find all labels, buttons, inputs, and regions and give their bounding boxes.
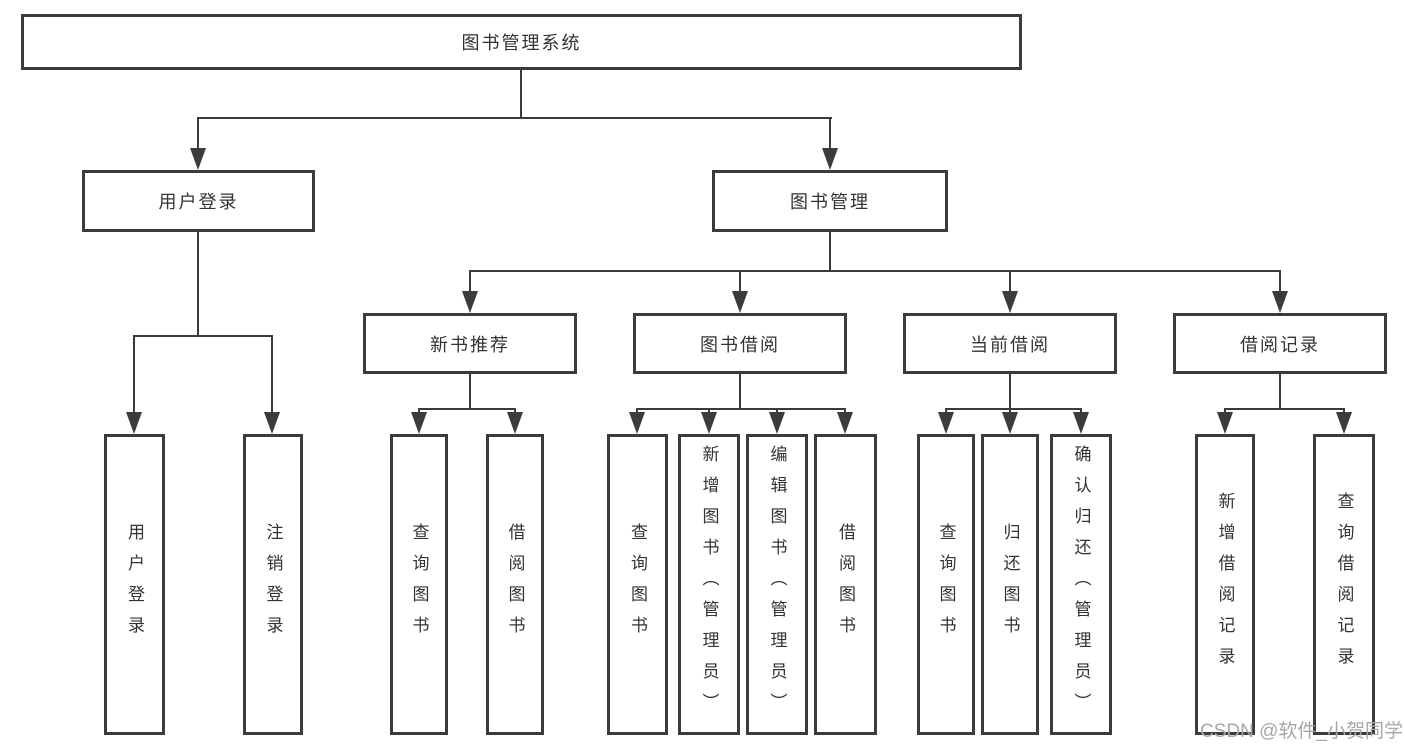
leaf-confirm-return-admin-label: 确认归还（管理员）	[1071, 445, 1091, 724]
leaf-user-login-label: 用户登录	[125, 522, 144, 647]
arrow-down	[462, 291, 478, 313]
leaf-query-books-recommend-label: 查询图书	[409, 522, 429, 647]
arrow-down	[769, 412, 785, 434]
node-borrow-records-label: 借阅记录	[1240, 334, 1320, 355]
arrow-down	[1336, 412, 1352, 434]
leaf-borrow-books-recommend: 借阅图书	[486, 434, 544, 735]
node-book-management: 图书管理	[712, 170, 948, 232]
arrow-down	[837, 412, 853, 434]
connector-group-stem	[739, 374, 741, 410]
node-book-borrow: 图书借阅	[633, 313, 847, 374]
leaf-borrow-books: 借阅图书	[814, 434, 877, 735]
arrow-down	[411, 412, 427, 434]
connector-group-stem	[1009, 374, 1011, 410]
connector-root-stem	[520, 70, 522, 118]
leaf-query-books-borrow: 查询图书	[607, 434, 668, 735]
connector-group-horizontal	[946, 408, 1081, 410]
node-current-borrow-label: 当前借阅	[970, 334, 1050, 355]
leaf-add-book-admin: 新增图书（管理员）	[678, 434, 740, 735]
connector-to-leaf	[708, 408, 710, 415]
connector-to-leaf	[514, 408, 516, 415]
connector-to-group	[1279, 270, 1281, 294]
arrow-down	[938, 412, 954, 434]
connector-to-leaf	[1080, 408, 1082, 415]
leaf-borrow-books-label: 借阅图书	[836, 522, 855, 647]
leaf-query-borrow-record-label: 查询借阅记录	[1334, 491, 1354, 678]
connector-group-stem	[469, 374, 471, 410]
connector-level1-horizontal	[197, 117, 832, 119]
leaf-add-borrow-record: 新增借阅记录	[1195, 434, 1255, 735]
arrow-down	[1217, 412, 1233, 434]
connector-to-leaf	[133, 335, 135, 415]
connector-book-management-stem	[829, 232, 831, 272]
leaf-user-login: 用户登录	[104, 434, 165, 735]
connector-to-leaf	[844, 408, 846, 415]
connector-to-leaf	[1009, 408, 1011, 415]
arrow-down	[701, 412, 717, 434]
node-new-book-recommend: 新书推荐	[363, 313, 577, 374]
connector-to-leaf	[776, 408, 778, 415]
connector-group-horizontal	[637, 408, 846, 410]
node-user-login-label: 用户登录	[158, 192, 239, 212]
connector-to-leaf	[636, 408, 638, 415]
leaf-return-books: 归还图书	[981, 434, 1039, 735]
connector-group-horizontal	[1225, 408, 1344, 410]
connector-to-group	[739, 270, 741, 294]
node-new-book-recommend-label: 新书推荐	[430, 334, 510, 355]
connector-to-leaf	[1224, 408, 1226, 415]
leaf-edit-book-admin-label: 编辑图书（管理员）	[767, 445, 787, 724]
leaf-borrow-books-recommend-label: 借阅图书	[505, 522, 525, 647]
node-borrow-records: 借阅记录	[1173, 313, 1387, 374]
leaf-logout: 注销登录	[243, 434, 303, 735]
arrow-down	[1002, 412, 1018, 434]
node-user-login: 用户登录	[82, 170, 315, 232]
connector-user-login-horizontal	[134, 335, 273, 337]
node-root: 图书管理系统	[21, 14, 1022, 70]
arrow-down	[822, 148, 838, 170]
leaf-return-books-label: 归还图书	[1000, 522, 1020, 647]
arrow-down	[126, 412, 142, 434]
node-root-label: 图书管理系统	[461, 33, 582, 53]
leaf-query-books-current: 查询图书	[917, 434, 975, 735]
leaf-logout-label: 注销登录	[263, 522, 283, 647]
connector-to-book-management	[829, 117, 831, 150]
arrow-down	[1002, 291, 1018, 313]
arrow-down	[732, 291, 748, 313]
leaf-query-borrow-record: 查询借阅记录	[1313, 434, 1375, 735]
arrow-down	[264, 412, 280, 434]
watermark: CSDN @软件_小贺同学	[1200, 721, 1403, 742]
arrow-down	[1272, 291, 1288, 313]
connector-to-leaf	[1343, 408, 1345, 415]
leaf-add-borrow-record-label: 新增借阅记录	[1215, 491, 1235, 678]
connector-group-stem	[1279, 374, 1281, 410]
arrow-down	[190, 148, 206, 170]
connector-to-leaf	[271, 335, 273, 415]
leaf-query-books-recommend: 查询图书	[390, 434, 448, 735]
leaf-confirm-return-admin: 确认归还（管理员）	[1050, 434, 1112, 735]
node-current-borrow: 当前借阅	[903, 313, 1117, 374]
connector-group-horizontal	[419, 408, 515, 410]
connector-to-group	[469, 270, 471, 294]
leaf-edit-book-admin: 编辑图书（管理员）	[746, 434, 808, 735]
connector-to-leaf	[418, 408, 420, 415]
leaf-query-books-current-label: 查询图书	[936, 522, 956, 647]
arrow-down	[507, 412, 523, 434]
arrow-down	[1073, 412, 1089, 434]
node-book-management-label: 图书管理	[790, 192, 870, 212]
leaf-query-books-borrow-label: 查询图书	[628, 522, 647, 647]
connector-to-leaf	[945, 408, 947, 415]
leaf-add-book-admin-label: 新增图书（管理员）	[699, 445, 719, 724]
node-book-borrow-label: 图书借阅	[700, 334, 780, 355]
connector-to-user-login	[197, 117, 199, 150]
arrow-down	[629, 412, 645, 434]
connector-user-login-stem	[197, 232, 199, 336]
connector-level2-horizontal	[469, 270, 1281, 272]
connector-to-group	[1009, 270, 1011, 294]
